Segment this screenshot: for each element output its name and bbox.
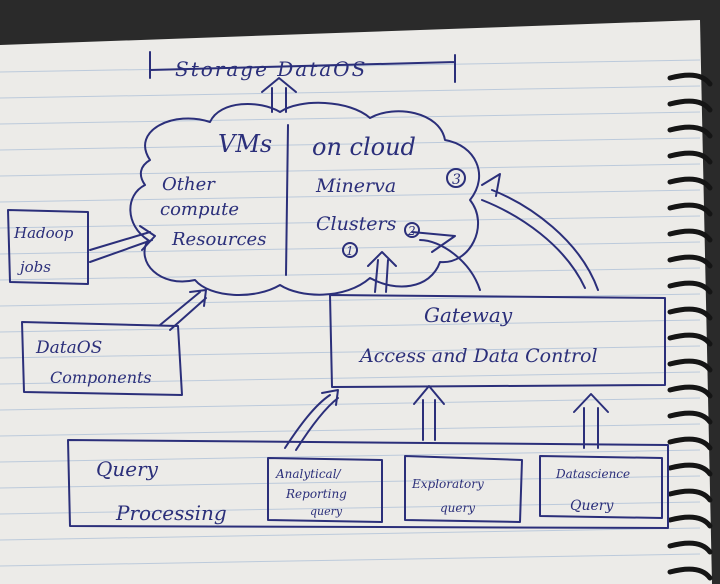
arrow-gateway-to-minerva-1 [367, 251, 397, 293]
spiral-binding [667, 72, 713, 581]
marker-1-circle [342, 242, 358, 258]
dataos-components-line-2: Components [50, 368, 152, 387]
marker-1-label: 1 [346, 244, 354, 258]
datascience-line-2: Query [570, 498, 614, 514]
datascience-box [539, 455, 663, 519]
marker-3-circle [446, 168, 466, 188]
analytical-box [267, 457, 383, 523]
cloud-divider [285, 124, 289, 276]
exploratory-line-2: query [440, 501, 475, 515]
arrow-analytical-to-gateway [284, 389, 339, 451]
dataos-components-box [21, 321, 183, 396]
marker-3-label: 3 [452, 172, 461, 188]
query-processing-line-2: Processing [115, 501, 227, 525]
cloud-left-line-3: Resources [171, 229, 266, 250]
analytical-line-1: Analytical/ [275, 467, 343, 481]
gateway-line-1: Gateway [424, 303, 513, 327]
storage-label: Storage DataOS [175, 57, 367, 81]
cloud-right-line-2: Clusters [316, 213, 397, 235]
cloud-title-left: VMs [218, 130, 272, 158]
analytical-line-3: query [310, 505, 343, 518]
arrow-datascience-to-gateway [573, 393, 609, 449]
exploratory-box [404, 455, 523, 523]
exploratory-line-1: Exploratory [411, 477, 484, 491]
cloud-title-right: on cloud [312, 133, 416, 161]
arrow-components-to-cloud [159, 289, 207, 331]
dataos-components-line-1: DataOS [35, 338, 102, 358]
gateway-line-2: Access and Data Control [358, 345, 598, 367]
marker-2-circle [404, 222, 420, 238]
arrow-gateway-to-minerva-2 [411, 231, 481, 291]
hadoop-line-2: jobs [17, 258, 51, 276]
query-processing-box [67, 439, 669, 529]
analytical-line-2: Reporting [285, 487, 347, 501]
cloud-left-line-2: compute [160, 199, 239, 220]
arrow-gateway-to-minerva-3 [481, 173, 599, 291]
cloud-right-line-1: Minerva [315, 175, 396, 197]
cloud-left-line-1: Other [162, 174, 216, 195]
hadoop-box [7, 209, 89, 285]
storage-box [149, 51, 456, 83]
arrow-exploratory-to-gateway [413, 385, 445, 441]
marker-2-label: 2 [407, 224, 416, 238]
query-processing-line-1: Query [96, 457, 159, 481]
arrow-hadoop-to-cloud [89, 225, 156, 263]
gateway-box [329, 294, 666, 388]
hadoop-line-1: Hadoop [13, 224, 74, 242]
datascience-line-1: Datascience [555, 467, 630, 481]
